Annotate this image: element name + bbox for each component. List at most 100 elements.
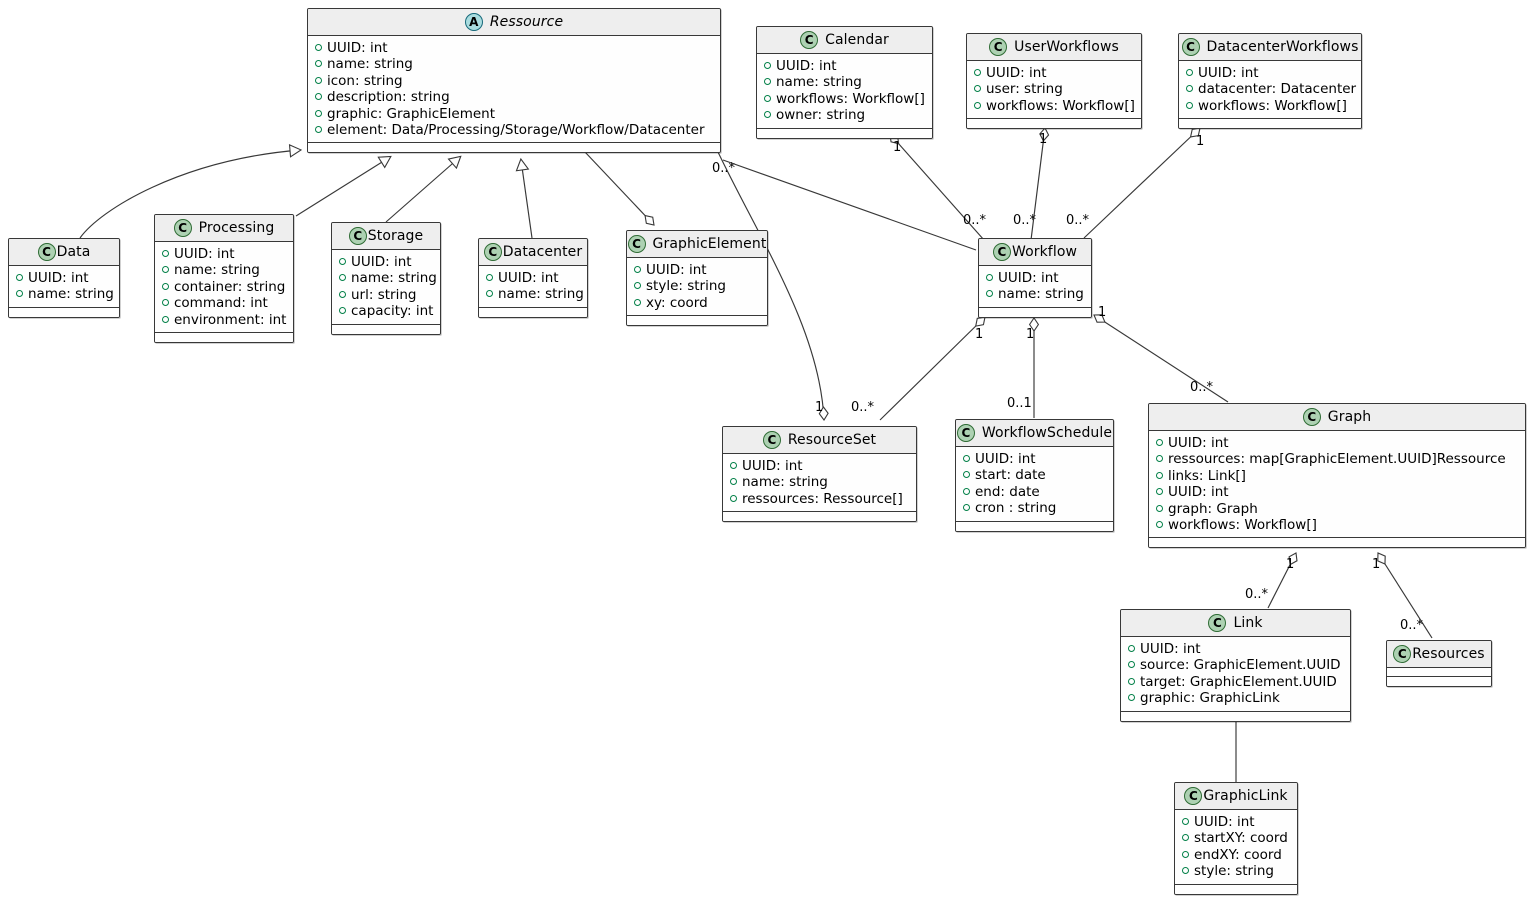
public-visibility-icon bbox=[963, 504, 970, 512]
attribute-row: command: int bbox=[162, 295, 287, 311]
attribute-text: UUID: int bbox=[646, 262, 707, 278]
attribute-row: xy: coord bbox=[634, 295, 761, 311]
class-methods-datacenter bbox=[479, 307, 587, 317]
attribute-text: end: date bbox=[975, 483, 1040, 500]
public-visibility-icon bbox=[339, 258, 346, 265]
attribute-row: cron : string bbox=[963, 500, 1107, 516]
attribute-row: ressources: map[GraphicElement.UUID]Ress… bbox=[1156, 451, 1519, 467]
class-name-link: Link bbox=[1233, 614, 1263, 631]
class-methods-userworkflows bbox=[967, 119, 1141, 129]
class-name-resources: Resources bbox=[1412, 645, 1485, 662]
class-methods-link bbox=[1121, 711, 1350, 721]
attribute-text: UUID: int bbox=[776, 58, 837, 74]
attribute-text: ressources: map[GraphicElement.UUID]Ress… bbox=[1168, 451, 1506, 468]
attribute-text: startXY: coord bbox=[1194, 830, 1288, 847]
attribute-row: environment: int bbox=[162, 312, 287, 328]
attribute-row: startXY: coord bbox=[1182, 830, 1291, 846]
attribute-text: workflows: Workflow[] bbox=[776, 90, 925, 107]
class-icon: C bbox=[483, 242, 502, 261]
public-visibility-icon bbox=[315, 93, 322, 101]
edge-storage-inherits-ressource bbox=[385, 155, 462, 223]
multiplicity-label: 0..* bbox=[1400, 618, 1424, 633]
attribute-row: icon: string bbox=[315, 73, 714, 89]
attribute-row: UUID: int bbox=[1182, 814, 1291, 830]
attribute-text: environment: int bbox=[174, 311, 287, 328]
attribute-text: datacenter: Datacenter bbox=[1198, 81, 1357, 98]
attribute-row: workflows: Workflow[] bbox=[1186, 98, 1355, 114]
multiplicity-label: 0..* bbox=[963, 213, 987, 228]
public-visibility-icon bbox=[1156, 504, 1163, 512]
edge-processing-inherits-ressource bbox=[295, 155, 392, 217]
attribute-text: UUID: int bbox=[1168, 435, 1229, 451]
attribute-row: target: GraphicElement.UUID bbox=[1128, 674, 1344, 690]
attribute-row: graphic: GraphicElement bbox=[315, 106, 714, 122]
public-visibility-icon bbox=[730, 478, 737, 486]
multiplicity-label: 1 bbox=[975, 327, 984, 342]
class-name-ressource: Ressource bbox=[489, 13, 564, 30]
public-visibility-icon bbox=[764, 94, 771, 102]
attribute-text: name: string bbox=[742, 474, 828, 491]
public-visibility-icon bbox=[1182, 867, 1189, 875]
multiplicity-label: 0..1 bbox=[1007, 396, 1032, 411]
class-icon: C bbox=[800, 30, 819, 49]
attribute-text: links: Link[] bbox=[1168, 467, 1246, 484]
public-visibility-icon bbox=[986, 274, 993, 281]
attribute-row: UUID: int bbox=[730, 458, 910, 474]
public-visibility-icon bbox=[963, 487, 970, 495]
class-methods-resources bbox=[1387, 677, 1491, 686]
class-name-workflow: Workflow bbox=[1011, 243, 1078, 260]
attribute-row: name: string bbox=[764, 74, 926, 90]
attribute-row: UUID: int bbox=[1156, 484, 1519, 500]
class-icon: C bbox=[1393, 644, 1412, 663]
attribute-text: style: string bbox=[646, 278, 726, 295]
public-visibility-icon bbox=[634, 266, 641, 273]
attribute-text: name: string bbox=[28, 286, 114, 303]
public-visibility-icon bbox=[315, 76, 322, 84]
attribute-text: url: string bbox=[351, 286, 417, 303]
attribute-row: user: string bbox=[974, 81, 1135, 97]
attribute-text: style: string bbox=[1194, 863, 1274, 880]
attribute-text: UUID: int bbox=[351, 254, 412, 270]
public-visibility-icon bbox=[764, 111, 771, 119]
class-icon: C bbox=[1181, 37, 1200, 56]
multiplicity-label: 1 bbox=[1286, 557, 1295, 572]
attribute-text: name: string bbox=[351, 270, 437, 287]
multiplicity-label: 1 bbox=[1372, 557, 1381, 572]
attribute-row: datacenter: Datacenter bbox=[1186, 81, 1357, 98]
attribute-row: UUID: int bbox=[16, 270, 113, 286]
class-icon: C bbox=[1184, 786, 1203, 805]
public-visibility-icon bbox=[1186, 101, 1193, 109]
public-visibility-icon bbox=[339, 290, 346, 298]
multiplicity-label: 0..* bbox=[851, 400, 875, 415]
attribute-row: description: string bbox=[315, 89, 714, 105]
